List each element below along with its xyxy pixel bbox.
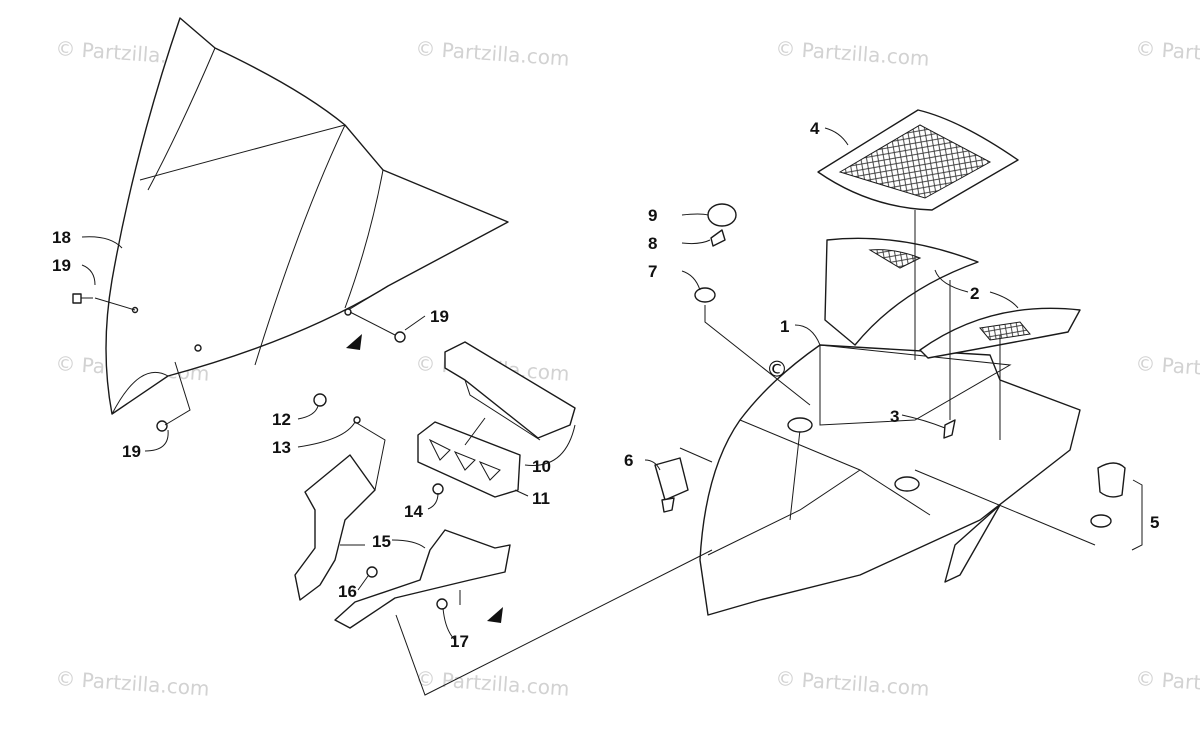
callout-6: 6 bbox=[624, 451, 633, 470]
watermark: © Partzilla.com bbox=[415, 666, 571, 701]
callout-2: 2 bbox=[970, 284, 979, 303]
arrow-marker bbox=[487, 607, 503, 623]
hood bbox=[699, 344, 1081, 616]
callout-19-bottom: 19 bbox=[122, 442, 141, 461]
screw-19-left bbox=[72, 293, 93, 304]
screws bbox=[72, 293, 406, 432]
callout-16: 16 bbox=[338, 582, 357, 601]
callout-3: 3 bbox=[890, 407, 899, 426]
watermark: © Partzilla.com bbox=[55, 666, 211, 701]
leader-lines bbox=[81, 127, 1143, 696]
vent-panels bbox=[824, 237, 1081, 359]
vent-grille bbox=[817, 109, 1019, 211]
windshield bbox=[105, 17, 509, 415]
watermark: © Partzilla.com bbox=[775, 666, 931, 701]
watermark: © Partzilla.com bbox=[1135, 351, 1200, 386]
arrow-marker bbox=[346, 334, 362, 350]
screw-19-bottom bbox=[156, 420, 168, 432]
direction-arrows bbox=[346, 334, 503, 623]
callout-19-right: 19 bbox=[430, 307, 449, 326]
callout-12: 12 bbox=[272, 410, 291, 429]
callout-17: 17 bbox=[450, 632, 469, 651]
bracket-assembly bbox=[294, 393, 511, 629]
ignition-switch bbox=[694, 203, 737, 303]
callout-13: 13 bbox=[272, 438, 291, 457]
watermark: © Partzilla.com bbox=[1135, 36, 1200, 71]
screw-19-right bbox=[394, 331, 406, 343]
callout-4: 4 bbox=[810, 119, 820, 138]
fastener bbox=[943, 419, 956, 439]
gauge-assembly bbox=[417, 341, 576, 498]
outlet bbox=[1090, 462, 1126, 528]
callout-11: 11 bbox=[532, 489, 550, 508]
callout-8: 8 bbox=[648, 234, 657, 253]
connector bbox=[654, 457, 689, 513]
callout-5: 5 bbox=[1150, 513, 1159, 532]
callout-1: 1 bbox=[780, 317, 789, 336]
watermark: © Partzilla.com bbox=[1135, 666, 1200, 701]
callouts: 1 2 3 4 5 6 7 8 9 10 11 12 13 14 15 16 1… bbox=[52, 119, 1159, 651]
watermark: © Partzilla.com bbox=[415, 36, 571, 71]
callout-7: 7 bbox=[648, 262, 657, 281]
callout-15: 15 bbox=[372, 532, 391, 551]
callout-10: 10 bbox=[532, 457, 551, 476]
callout-19-left: 19 bbox=[52, 256, 71, 275]
callout-18: 18 bbox=[52, 228, 71, 247]
watermark: © Partzilla.com bbox=[775, 36, 931, 71]
callout-9: 9 bbox=[648, 206, 657, 225]
callout-14: 14 bbox=[404, 502, 423, 521]
